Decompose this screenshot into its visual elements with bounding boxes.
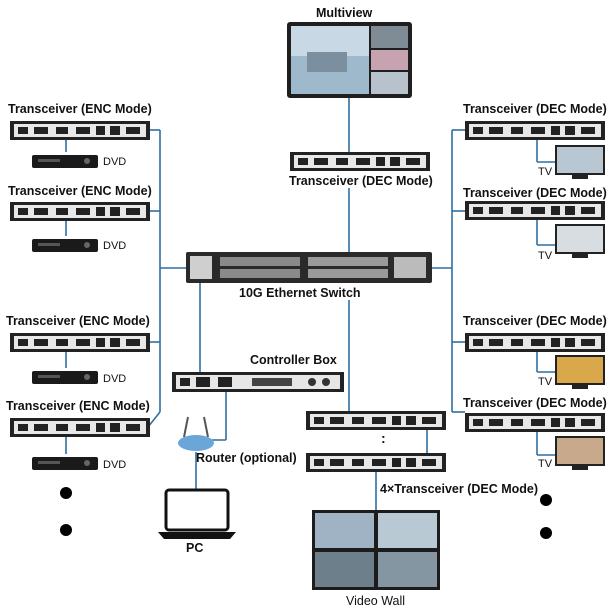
dvd-label-4: DVD xyxy=(103,459,127,471)
dec-transceiver-4 xyxy=(465,413,605,432)
dvd-player-icon xyxy=(32,371,98,384)
enc-transceiver-1 xyxy=(10,121,150,140)
multiview-label: Multiview xyxy=(316,6,373,20)
video-wall-label: Video Wall xyxy=(346,594,406,608)
tv-icon xyxy=(555,224,605,258)
video-wall xyxy=(312,510,440,590)
enc-label-3: Transceiver (ENC Mode) xyxy=(6,314,150,328)
more-devices-dots xyxy=(60,487,72,536)
multiview-screen xyxy=(287,22,412,98)
more-devices-dots-right xyxy=(540,494,552,539)
switch-label: 10G Ethernet Switch xyxy=(239,286,361,300)
tv-icon xyxy=(555,436,605,470)
more-transceivers-dots: : xyxy=(381,430,386,446)
dvd-player-icon xyxy=(32,239,98,252)
wall-transceiver-top xyxy=(306,411,446,430)
dec-label-2: Transceiver (DEC Mode) xyxy=(463,186,607,200)
tv-label-3: TV xyxy=(538,376,553,388)
dec-transceiver-center xyxy=(290,152,430,171)
dec-transceiver-2 xyxy=(465,201,605,220)
tv-label-1: TV xyxy=(538,166,553,178)
four-dec-label: 4×Transceiver (DEC Mode) xyxy=(380,482,539,496)
dec-transceiver-3 xyxy=(465,333,605,352)
tv-label-2: TV xyxy=(538,250,553,262)
dec-label-center: Transceiver (DEC Mode) xyxy=(289,174,433,188)
enc-transceiver-4 xyxy=(10,418,150,437)
tv-icon xyxy=(555,145,605,179)
dvd-label-3: DVD xyxy=(103,373,127,385)
enc-transceiver-3 xyxy=(10,333,150,352)
dvd-label-2: DVD xyxy=(103,240,127,252)
dvd-label-1: DVD xyxy=(103,156,127,168)
tv-label-4: TV xyxy=(538,458,553,470)
tv-icon xyxy=(555,355,605,389)
dvd-player-icon xyxy=(32,155,98,168)
laptop-icon xyxy=(158,488,236,539)
network-switch xyxy=(186,252,432,283)
pc-label: PC xyxy=(186,541,204,555)
enc-label-1: Transceiver (ENC Mode) xyxy=(8,102,152,116)
dec-transceiver-1 xyxy=(465,121,605,140)
router-icon xyxy=(178,416,214,451)
controller-label: Controller Box xyxy=(250,353,337,367)
enc-label-2: Transceiver (ENC Mode) xyxy=(8,184,152,198)
router-label: Router (optional) xyxy=(196,451,297,465)
dec-label-4: Transceiver (DEC Mode) xyxy=(463,396,607,410)
enc-label-4: Transceiver (ENC Mode) xyxy=(6,399,150,413)
dec-label-1: Transceiver (DEC Mode) xyxy=(463,102,607,116)
controller-box xyxy=(172,372,344,392)
wall-transceiver-bottom xyxy=(306,453,446,472)
enc-transceiver-2 xyxy=(10,202,150,221)
dvd-player-icon xyxy=(32,457,98,470)
dec-label-3: Transceiver (DEC Mode) xyxy=(463,314,607,328)
